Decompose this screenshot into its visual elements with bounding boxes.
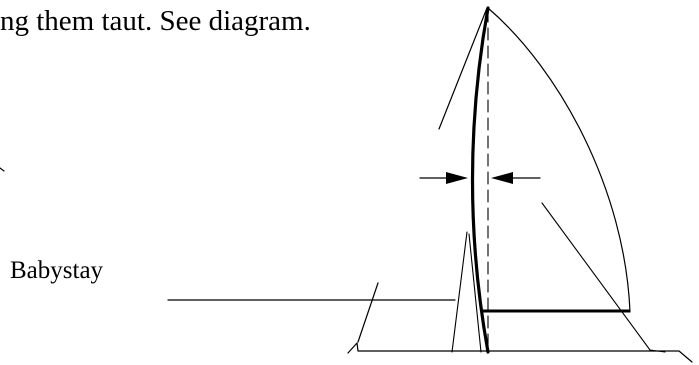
aft-hull-line [357,282,379,343]
babystay-line-right [468,233,482,353]
dimension-arrow-left-pointing [491,172,513,184]
forestay-line [438,7,488,130]
sail-leech [487,7,631,313]
babystay-label: Babystay [10,257,104,284]
babystay-line-left [451,231,468,353]
sail-diagonal [541,202,666,353]
margin-mark [0,167,5,172]
caption-text: ng them taut. See diagram. [0,5,311,37]
dimension-arrow-right-pointing [446,172,468,184]
bent-mast [470,6,490,354]
deck-line [347,342,693,363]
